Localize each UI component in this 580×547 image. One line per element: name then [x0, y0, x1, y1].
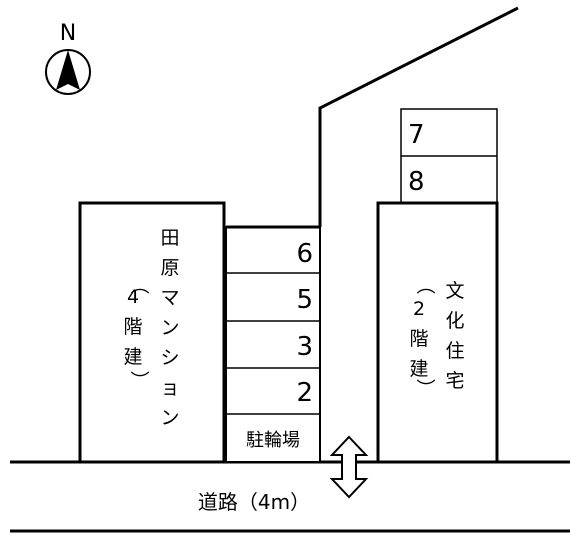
tahara-name-char: 原: [160, 257, 179, 279]
bicycle-parking-label: 駐輪場: [246, 430, 300, 451]
bunka-floors-char: 建: [409, 358, 428, 380]
bunka-name-char: 住: [445, 340, 464, 362]
road-label: 道路（4m）: [198, 490, 310, 514]
center-parking-stack: 6 5 3 2 駐輪場: [225, 225, 321, 463]
center-parking-outline: [225, 226, 321, 463]
north-arrow-icon: N: [45, 21, 91, 95]
compass-label: N: [60, 21, 76, 46]
road-width-arrow-icon: [329, 435, 369, 499]
tahara-floors-char: （: [128, 275, 150, 294]
tahara-floors-char: ）: [128, 370, 150, 389]
bunka-name-char: 化: [445, 310, 464, 332]
bunka-floors-char: 2: [413, 298, 425, 320]
bunka-floors-char: 階: [409, 328, 428, 350]
building-tahara-mansion: [78, 201, 226, 464]
parking-slot-label: 7: [408, 120, 425, 150]
tahara-name-char: ョ: [160, 377, 179, 399]
tahara-floors-char: 4: [127, 286, 139, 308]
tahara-floors-column: （ 4 階 建 ）: [123, 275, 150, 389]
bunka-floors-char: （: [414, 275, 436, 294]
tahara-name-column: 田 原 マ ン シ ョ ン: [160, 227, 179, 429]
compass-arrow: [56, 50, 80, 90]
parking-slot-label: 8: [408, 167, 425, 197]
bunka-floors-column: （ 2 階 建 ）: [409, 275, 436, 397]
tahara-name-char: 田: [160, 227, 179, 249]
tahara-floors-char: 建: [123, 346, 142, 368]
tahara-name-char: ン: [160, 407, 179, 429]
parking-slot-label: 3: [296, 332, 313, 362]
bunka-floors-char: ）: [414, 378, 436, 397]
building-bunka-jutaku: [376, 201, 499, 464]
tahara-name-char: マ: [160, 287, 179, 309]
bunka-name-char: 宅: [445, 370, 464, 392]
tahara-name-char: シ: [160, 347, 179, 369]
tahara-floors-char: 階: [123, 316, 142, 338]
bunka-name-column: 文 化 住 宅: [445, 280, 464, 392]
parking-slot-label: 6: [296, 239, 313, 269]
parking-slot-label: 5: [296, 285, 313, 315]
right-parking-stack: 7 8: [400, 108, 498, 204]
parking-slot-label: 2: [296, 378, 313, 408]
site-boundary-line: [318, 6, 519, 227]
bunka-name-char: 文: [445, 280, 464, 302]
tahara-name-char: ン: [160, 317, 179, 339]
